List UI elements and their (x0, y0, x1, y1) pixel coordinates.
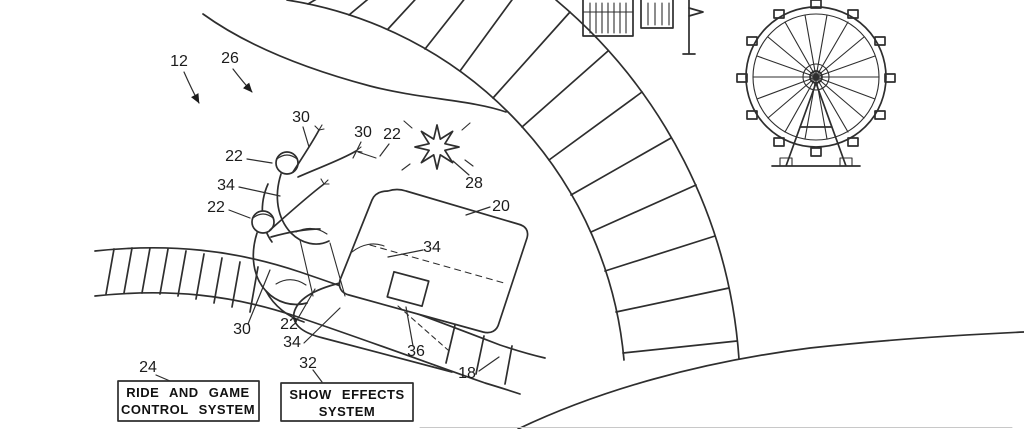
buildings (582, 0, 704, 55)
wheel-gondolas (736, 0, 896, 157)
building-2 (640, 0, 674, 29)
show-effects-box-line2: SYSTEM (319, 404, 375, 419)
ref-12: 12 (170, 53, 188, 70)
rider-front-restraint (275, 279, 307, 286)
ride-control-box (117, 380, 260, 422)
track-outer-rail (555, 0, 740, 360)
track-ties (307, 0, 738, 354)
ref-32: 32 (299, 355, 317, 372)
rider-front-arm-forward (270, 228, 321, 238)
leader-30b (352, 141, 362, 159)
leader-22b (379, 143, 390, 157)
leader-20 (465, 206, 491, 216)
leader-30a (302, 126, 310, 148)
leader-34a (238, 186, 281, 197)
show-effects-box (280, 382, 414, 422)
wheel-outer-rim (745, 6, 887, 148)
ref-34-a: 34 (217, 177, 235, 194)
ref-30-a: 30 (292, 109, 310, 126)
car-hidden-edge-dashed (369, 244, 505, 284)
ride-control-box-line1: RIDE AND GAME (126, 385, 249, 400)
coaster-car (293, 188, 529, 373)
seat-post-front (299, 239, 314, 297)
rider-front-hand (320, 178, 330, 185)
leader-24 (155, 374, 171, 382)
rider-front-leg (265, 290, 305, 323)
starburst-shape (414, 124, 460, 170)
ref-22-b: 22 (383, 126, 401, 143)
ref-22-c: 22 (207, 199, 225, 216)
ref-18: 18 (458, 365, 476, 382)
flag (688, 7, 704, 17)
leader-lines (155, 68, 500, 383)
ref-30-b: 30 (354, 124, 372, 141)
arrow-26 (232, 68, 253, 93)
car-hidden-edge-dashed-2 (397, 305, 449, 351)
ref-36: 36 (407, 343, 425, 360)
building-1 (582, 0, 634, 37)
rider-rear-hand-right (355, 146, 377, 159)
main-track-band (286, 0, 740, 361)
track-inner-rail (286, 0, 625, 361)
arrow-12 (183, 71, 200, 104)
leader-22a (246, 158, 273, 164)
ref-30-c: 30 (233, 321, 251, 338)
rider-rear-headset (276, 154, 298, 160)
ref-28: 28 (465, 175, 483, 192)
rider-front-arm-raised (269, 183, 325, 231)
ride-control-box-line2: CONTROL SYSTEM (121, 402, 255, 417)
starburst-rays (401, 120, 474, 171)
ferris-wheel (736, 0, 896, 167)
seat-headrest (351, 243, 385, 253)
system-boxes (117, 380, 414, 422)
leader-22c (228, 209, 251, 219)
wheel-spokes (752, 14, 880, 140)
rider-front-headset (252, 213, 274, 219)
show-effect-starburst (401, 120, 474, 171)
leader-34c (303, 307, 341, 344)
leader-36 (405, 306, 414, 347)
leader-28 (452, 160, 470, 176)
wheel-support (771, 82, 861, 167)
flag-pole (682, 0, 696, 55)
rider-rear-hand-left (314, 124, 325, 131)
show-effects-box-line1: SHOW EFFECTS (289, 387, 404, 402)
leader-18 (478, 356, 500, 372)
ref-26: 26 (221, 50, 239, 67)
leader-34b (387, 249, 424, 258)
seat-post-rear (329, 242, 346, 297)
fg-rail-bottom (94, 291, 521, 395)
ref-20: 20 (492, 198, 510, 215)
ref-34-c: 34 (283, 334, 301, 351)
rider-rear (261, 124, 377, 245)
leader-22d (296, 288, 316, 321)
ref-22-a: 22 (225, 148, 243, 165)
ref-22-d: 22 (280, 316, 298, 333)
rider-front-torso (252, 232, 308, 306)
ground-curve (517, 331, 1024, 429)
rider-rear-arm-right (297, 150, 357, 178)
leader-30c (247, 269, 271, 325)
ref-24: 24 (139, 359, 157, 376)
reference-labels: 12 26 30 22 30 22 34 22 28 20 34 30 22 3… (121, 50, 510, 419)
car-sensor-box (386, 270, 430, 308)
fg-track-ties (105, 247, 513, 385)
ref-34-b: 34 (423, 239, 441, 256)
leader-32 (312, 369, 323, 383)
rider-front (251, 178, 330, 323)
rider-front-head (251, 210, 275, 234)
rider-rear-arm-left (292, 129, 320, 173)
hillside-curve (202, 13, 507, 113)
